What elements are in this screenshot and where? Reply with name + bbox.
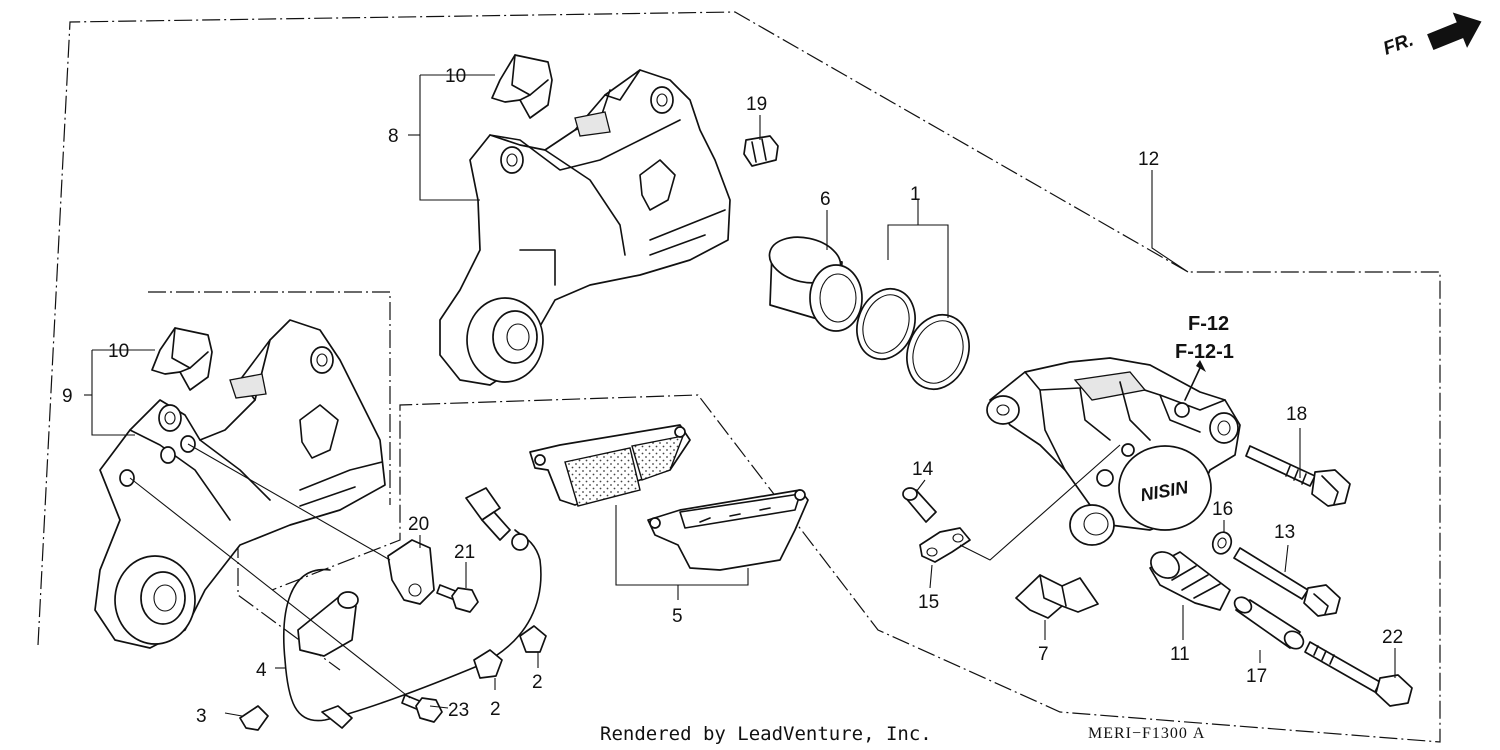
pin-sleeve — [1233, 596, 1305, 650]
caliper-pin-bolt — [1245, 445, 1351, 507]
wire-clamp-2b — [519, 625, 547, 653]
callout-10b: 10 — [108, 341, 129, 362]
callout-22: 22 — [1382, 627, 1403, 648]
callout-2b: 2 — [532, 672, 543, 693]
callout-21: 21 — [454, 542, 475, 563]
leader-lines — [84, 74, 1396, 717]
sealing-washer — [1211, 531, 1233, 555]
wire-clamp-3 — [239, 705, 269, 731]
credit-text: Rendered by LeadVenture, Inc. — [600, 723, 932, 745]
sensor-bolt-23 — [401, 694, 443, 723]
caliper-bolt-22 — [1304, 641, 1413, 707]
callout-2a: 2 — [490, 699, 501, 720]
piston-seal-set — [856, 287, 970, 391]
callout-23: 23 — [448, 700, 469, 721]
callout-1: 1 — [910, 184, 921, 205]
wire-clamp-2a — [473, 649, 503, 679]
pad-spring — [1015, 574, 1099, 619]
callout-3: 3 — [196, 706, 207, 727]
pad-spring-clip-upper — [491, 54, 553, 119]
reference-f-12-1: F-12-1 — [1175, 341, 1234, 363]
callout-6: 6 — [820, 189, 831, 210]
bleeder-banjo — [919, 527, 971, 563]
sensor-bracket — [387, 539, 435, 605]
callout-20: 20 — [408, 514, 429, 535]
callout-17: 17 — [1246, 666, 1267, 687]
caliper-bracket-lower — [94, 319, 386, 649]
bracket-bolt-21 — [436, 584, 479, 613]
arrow-right-icon — [1427, 12, 1482, 51]
callout-5: 5 — [672, 606, 683, 627]
callout-19: 19 — [746, 94, 767, 115]
callout-9: 9 — [62, 386, 73, 407]
front-direction-indicator: FR. — [1381, 12, 1482, 60]
callout-numbers: 1 2 2 3 4 5 6 7 8 9 10 10 11 12 13 14 15… — [62, 66, 1403, 727]
footer: Rendered by LeadVenture, Inc. MERI−F1300… — [600, 723, 1205, 745]
callout-12: 12 — [1138, 149, 1159, 170]
callout-11: 11 — [1170, 644, 1190, 665]
callout-10a: 10 — [445, 66, 466, 87]
caliper-body: NISIN — [986, 357, 1241, 546]
diagram-code: MERI−F1300 A — [1088, 725, 1205, 742]
callout-7: 7 — [1038, 644, 1049, 665]
caliper-mounting-bolt — [1233, 547, 1341, 617]
brake-pad-front — [529, 424, 691, 507]
callout-8: 8 — [388, 126, 399, 147]
callout-14: 14 — [912, 459, 934, 480]
callout-18: 18 — [1286, 404, 1307, 425]
reference-labels: F-12 F-12-1 — [1175, 313, 1234, 363]
brake-pad-rear — [647, 489, 809, 571]
reference-f-12: F-12 — [1188, 313, 1229, 335]
callout-4: 4 — [256, 660, 267, 681]
pin-boot — [1149, 551, 1231, 611]
bleeder-screw — [902, 487, 937, 523]
callout-16: 16 — [1212, 499, 1233, 520]
pad-spring-clip-lower — [151, 327, 213, 391]
caliper-bracket-upper — [439, 69, 731, 386]
assembly-boundary-lines — [37, 11, 1441, 743]
front-label: FR. — [1381, 29, 1417, 59]
callout-13: 13 — [1274, 522, 1295, 543]
wheel-speed-sensor — [283, 487, 542, 729]
bleeder-cap — [743, 135, 779, 167]
callout-15: 15 — [918, 592, 939, 613]
caliper-piston — [768, 236, 863, 332]
